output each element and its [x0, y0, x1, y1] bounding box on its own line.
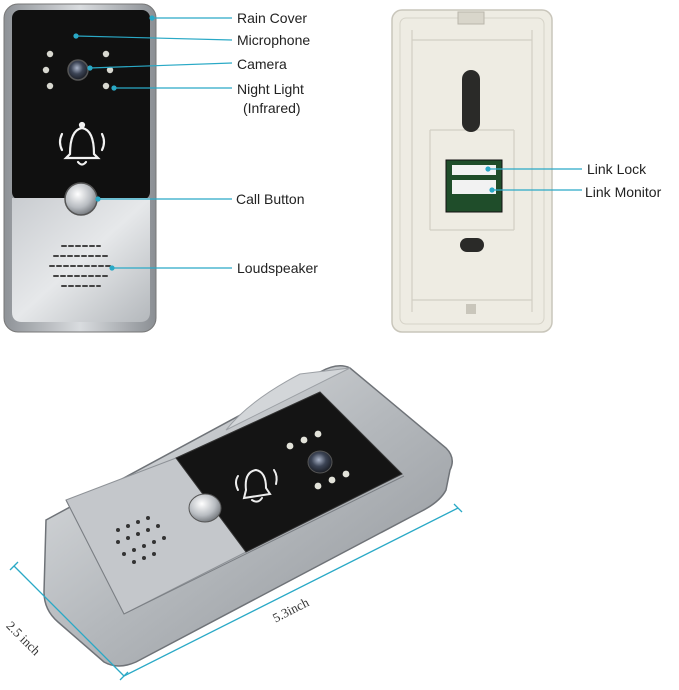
label-link-monitor: Link Monitor: [585, 184, 662, 200]
label-loudspeaker: Loudspeaker: [237, 260, 318, 276]
label-microphone: Microphone: [237, 32, 311, 48]
camera-lens: [67, 59, 89, 81]
front-callout-lines: [73, 15, 233, 271]
label-night-light-sub: (Infrared): [243, 100, 301, 116]
back-view-plate: [391, 9, 553, 333]
bell-icon: [58, 121, 106, 166]
back-callout-lines: [485, 166, 582, 193]
label-call-button: Call Button: [236, 191, 305, 207]
bell-icon: [235, 468, 278, 503]
label-night-light: Night Light: [237, 81, 304, 97]
label-rain-cover: Rain Cover: [237, 10, 308, 26]
label-link-lock: Link Lock: [587, 161, 647, 177]
front-view-doorbell: [3, 3, 157, 333]
label-camera: Camera: [237, 56, 287, 72]
speaker-grille: [49, 245, 113, 287]
night-light-leds: [42, 50, 114, 90]
perspective-view-doorbell: [43, 365, 453, 667]
dimension-lines: [9, 503, 463, 681]
call-button-graphic: [64, 182, 98, 216]
